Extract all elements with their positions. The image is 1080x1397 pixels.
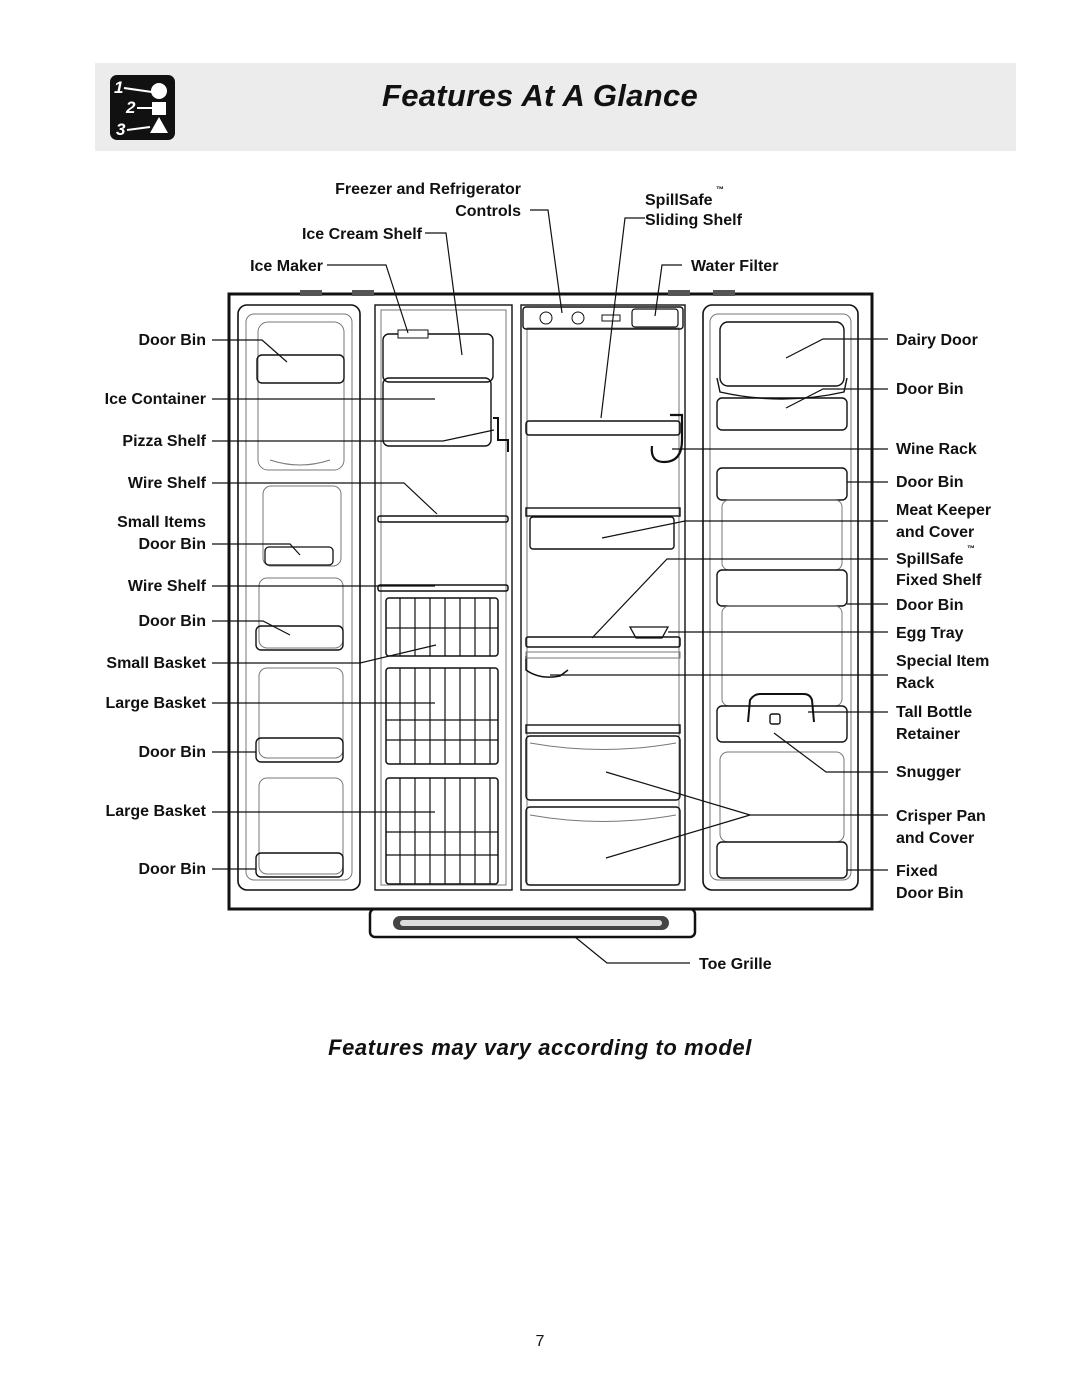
label-pizza-shelf: Pizza Shelf	[122, 433, 206, 450]
label-dairy-door: Dairy Door	[896, 332, 978, 349]
label-fixed-door-bin: Door Bin	[896, 885, 964, 902]
logo-glyph-1: 1	[114, 78, 123, 97]
label-right-door-bin-1: Door Bin	[896, 381, 964, 398]
freezer-compartment	[374, 304, 513, 891]
page-title: Features At A Glance	[381, 78, 699, 113]
label-left-door-bin-3: Door Bin	[138, 744, 206, 761]
label-wire-shelf-1: Wire Shelf	[128, 475, 207, 492]
label-wire-shelf-2: Wire Shelf	[128, 578, 207, 595]
label-right-door-bin-3: Door Bin	[896, 597, 964, 614]
fresh-food-compartment	[520, 304, 686, 891]
callout-labels: Freezer and Refrigerator Controls Ice Cr…	[105, 181, 992, 973]
label-snugger: Snugger	[896, 764, 961, 781]
label-special-item: Special Item	[896, 653, 989, 670]
label-right-door-bin-2: Door Bin	[896, 474, 964, 491]
label-meat-keeper-cover: and Cover	[896, 524, 974, 541]
tm-mark: ™	[716, 185, 724, 194]
label-tall-bottle-retainer: Retainer	[896, 726, 960, 743]
label-left-door-bin-4: Door Bin	[138, 861, 206, 878]
label-freezer-refrigerator: Freezer and Refrigerator	[335, 181, 521, 198]
label-crisper-pan: Crisper Pan	[896, 808, 986, 825]
label-tall-bottle: Tall Bottle	[896, 704, 972, 721]
label-fixed: Fixed	[896, 863, 938, 880]
label-fixed-shelf: Fixed Shelf	[896, 572, 982, 589]
logo-glyph-2: 2	[125, 98, 136, 117]
numbered-shapes-logo-icon: 1 2 3	[110, 75, 175, 140]
label-controls: Controls	[455, 203, 521, 220]
label-large-basket-1: Large Basket	[106, 695, 207, 712]
label-spillsafe-sliding: SpillSafe	[645, 192, 713, 209]
label-crisper-pan-cover: and Cover	[896, 830, 974, 847]
label-small-items-door-bin: Door Bin	[138, 536, 206, 553]
tm-mark-2: ™	[967, 544, 975, 553]
label-toe-grille: Toe Grille	[699, 956, 772, 973]
refrigerator-door	[702, 304, 859, 891]
label-special-item-rack: Rack	[896, 675, 934, 692]
freezer-door	[237, 304, 361, 891]
leader-lines	[212, 209, 888, 964]
features-note: Features may vary according to model	[328, 1035, 752, 1060]
label-spillsafe-fixed: SpillSafe	[896, 551, 964, 568]
title-banner	[95, 63, 1016, 151]
refrigerator-body	[227, 290, 874, 939]
logo-glyph-3: 3	[116, 120, 126, 139]
page-number: 7	[535, 1333, 545, 1350]
label-water-filter: Water Filter	[691, 258, 778, 275]
label-large-basket-2: Large Basket	[106, 803, 207, 820]
refrigerator-diagram: Freezer and Refrigerator Controls Ice Cr…	[105, 181, 992, 973]
label-ice-container: Ice Container	[105, 391, 206, 408]
label-meat-keeper: Meat Keeper	[896, 502, 991, 519]
label-ice-maker: Ice Maker	[250, 258, 323, 275]
label-wine-rack: Wine Rack	[896, 441, 977, 458]
label-left-door-bin-2: Door Bin	[138, 613, 206, 630]
label-sliding-shelf: Sliding Shelf	[645, 212, 743, 229]
label-small-basket: Small Basket	[106, 655, 206, 672]
label-left-door-bin-1: Door Bin	[138, 332, 206, 349]
label-small-items: Small Items	[117, 514, 206, 531]
label-egg-tray: Egg Tray	[896, 625, 964, 642]
label-ice-cream-shelf: Ice Cream Shelf	[302, 226, 423, 243]
